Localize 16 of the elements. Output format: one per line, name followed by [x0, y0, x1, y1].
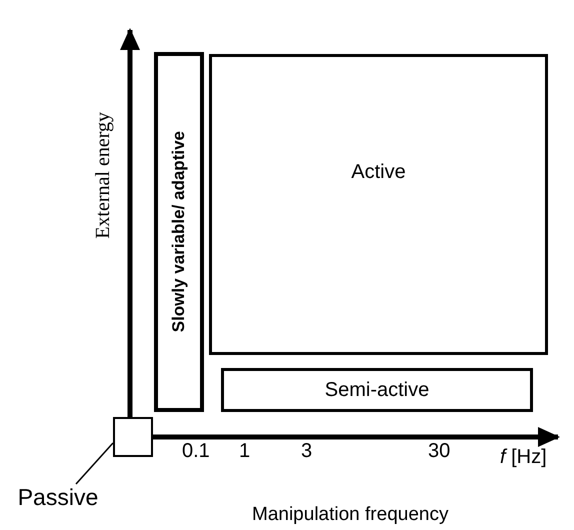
- axis-title: External energy: [92, 112, 115, 239]
- tick-label: 0.1: [182, 440, 210, 463]
- axis-title: Manipulation frequency: [252, 504, 448, 526]
- category-label: Active: [351, 161, 406, 184]
- category-box: [221, 368, 533, 412]
- category-box: [154, 52, 204, 412]
- category-label: Passive: [18, 484, 98, 510]
- category-label: Semi-active: [324, 378, 430, 402]
- axis-unit: f [Hz]: [500, 446, 547, 469]
- tick-label: 1: [239, 440, 250, 463]
- tick-label: 30: [428, 440, 450, 463]
- leader-line: [75, 442, 114, 484]
- category-box: [209, 54, 548, 355]
- tick-label: 3: [301, 440, 312, 463]
- category-label: Slowly variable/ adaptive: [169, 131, 189, 333]
- square-box: [113, 417, 153, 457]
